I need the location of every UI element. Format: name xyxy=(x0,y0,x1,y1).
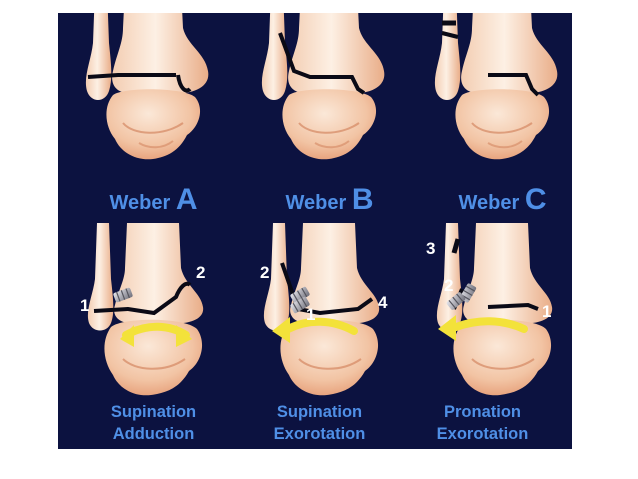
supination-exorotation-ankle xyxy=(262,222,381,397)
weber-a-title: Weber A xyxy=(68,183,239,217)
label-se-1: 1 xyxy=(306,305,316,324)
rotation-arrow-icon xyxy=(452,317,528,333)
weber-c-letter: C xyxy=(524,183,547,216)
fracture-line-b xyxy=(278,32,366,95)
caption-supination-exorotation: Supination Exorotation xyxy=(234,401,405,445)
label-sa-1: 1 xyxy=(80,296,90,315)
weber-a-prefix: Weber xyxy=(109,192,171,214)
label-se-2: 2 xyxy=(260,263,270,282)
pronation-exorotation-ankle xyxy=(435,222,554,397)
caption-pronation-exorotation: Pronation Exorotation xyxy=(397,401,568,445)
weber-a-ankle xyxy=(84,13,210,161)
caption-se-line2: Exorotation xyxy=(273,425,366,443)
caption-sa-line1: Supination xyxy=(110,403,197,421)
caption-pe-line1: Pronation xyxy=(444,403,521,421)
weber-c-title: Weber C xyxy=(417,183,572,217)
weber-b-prefix: Weber xyxy=(285,192,347,214)
weber-c-prefix: Weber xyxy=(458,192,520,214)
label-sa-2: 2 xyxy=(196,263,206,282)
supination-adduction-ankle xyxy=(86,222,205,397)
weber-a-letter: A xyxy=(175,183,198,216)
weber-b-title: Weber B xyxy=(244,183,415,217)
weber-b-ankle xyxy=(260,13,386,161)
diagram-panel: Weber A Weber B Weber C 1 2 2 1 4 3 2 1 … xyxy=(58,13,572,449)
caption-pe-line2: Exorotation xyxy=(436,425,529,443)
weber-c-ankle xyxy=(433,13,559,161)
label-pe-1: 1 xyxy=(542,302,552,321)
label-pe-3: 3 xyxy=(426,239,436,258)
label-pe-2: 2 xyxy=(444,276,454,295)
weber-b-letter: B xyxy=(351,183,374,216)
fracture-line-c xyxy=(441,31,459,39)
label-se-4: 4 xyxy=(378,293,388,312)
caption-se-line1: Supination xyxy=(276,403,363,421)
ankle-illustrations xyxy=(84,13,559,397)
rotation-arrow-icon xyxy=(284,317,358,335)
fracture-line-a xyxy=(87,73,176,79)
caption-supination-adduction: Supination Adduction xyxy=(68,401,239,445)
caption-sa-line2: Adduction xyxy=(112,425,195,443)
